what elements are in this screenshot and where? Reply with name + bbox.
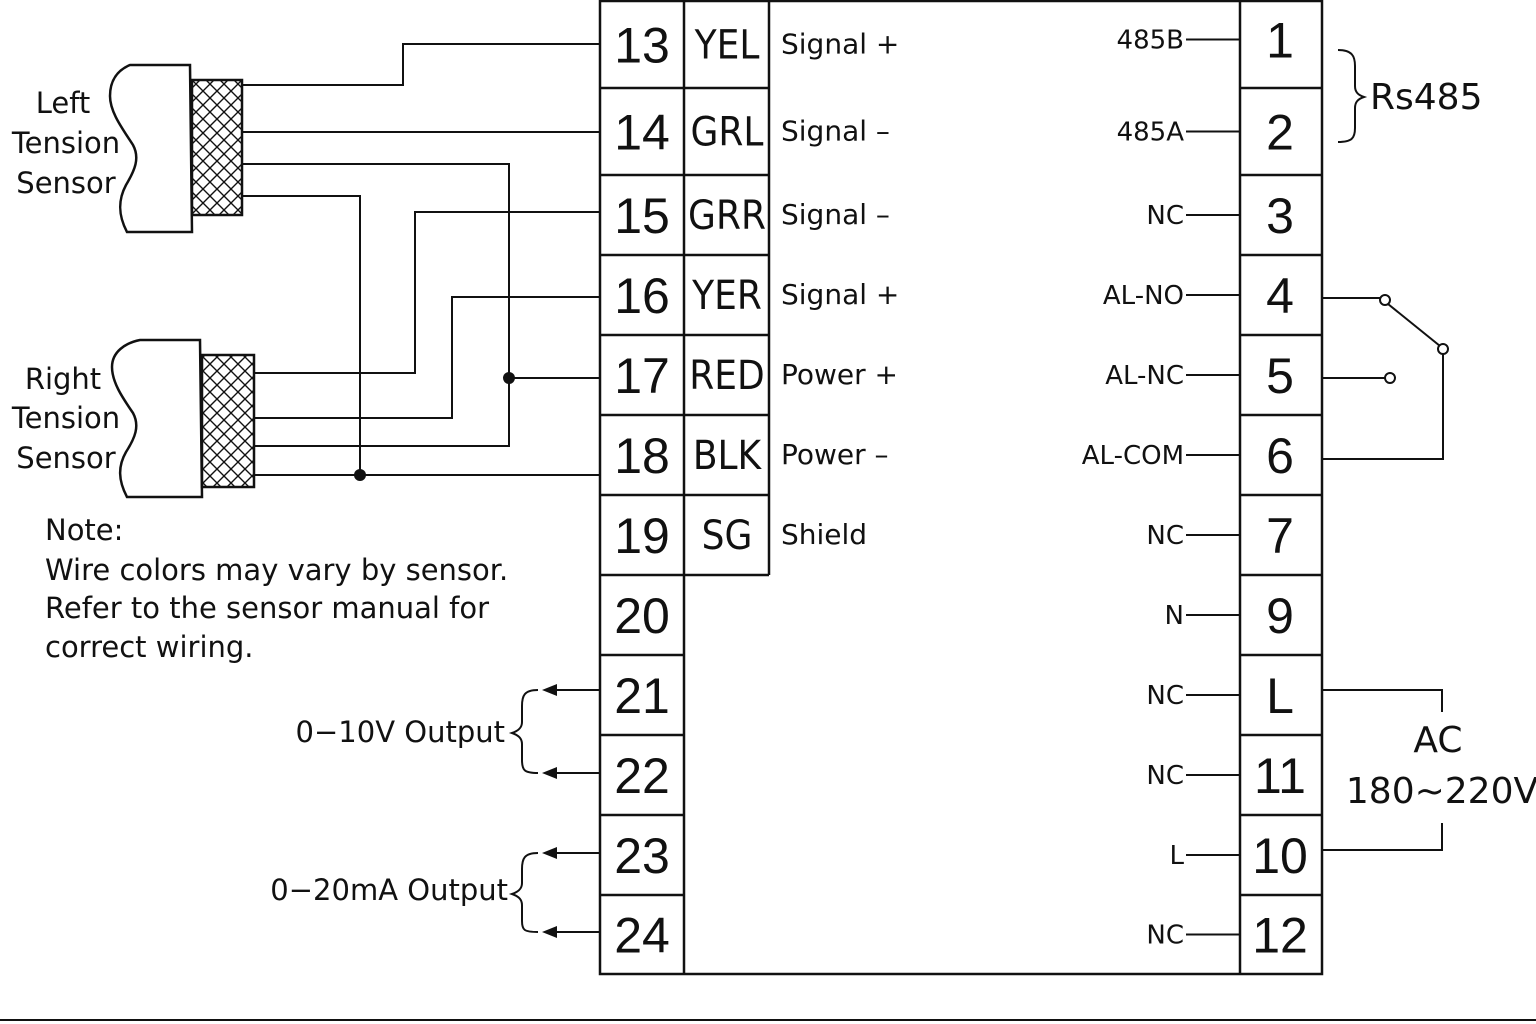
right-terminal-number: 1 xyxy=(1266,13,1294,69)
signal-label: Power + xyxy=(781,358,898,391)
left-terminal-number: 22 xyxy=(614,748,670,804)
wire-color-code: BLK xyxy=(693,433,763,479)
right-terminal-label: NC xyxy=(1146,201,1184,231)
left-terminal-number: 20 xyxy=(614,588,670,644)
right-terminal-number: 4 xyxy=(1266,268,1294,324)
left-terminal-number: 13 xyxy=(614,18,670,74)
left-sensor-label-line2: Tension xyxy=(11,126,120,160)
right-terminal-label: L xyxy=(1170,841,1185,871)
note-heading: Note: xyxy=(45,513,123,547)
right-terminal-number: 3 xyxy=(1266,188,1294,244)
right-sensor-label-line1: Right xyxy=(25,362,101,396)
right-tension-sensor xyxy=(110,338,256,499)
left-sensor-label-line3: Sensor xyxy=(16,166,115,200)
right-terminal-number: 10 xyxy=(1252,828,1308,884)
note-line3: correct wiring. xyxy=(45,630,254,664)
voltage-output: 0−10V Output xyxy=(296,684,600,779)
alarm-relay xyxy=(1322,294,1449,460)
note-line2: Refer to the sensor manual for xyxy=(45,591,489,625)
ac-voltage-label: 180~220V xyxy=(1346,771,1536,812)
signal-label: Signal – xyxy=(781,115,890,148)
note-text: Note: Wire colors may vary by sensor. Re… xyxy=(45,513,508,664)
right-terminal-row-lines xyxy=(1240,86,1322,897)
right-terminal-number: 9 xyxy=(1266,588,1294,644)
right-terminal-number: 7 xyxy=(1266,508,1294,564)
right-terminal-label: N xyxy=(1165,601,1184,631)
left-terminal-number: 19 xyxy=(614,508,670,564)
left-terminal-labels: 13 YEL Signal + 14 GRL Signal – 15 GRR Signal – 1… xyxy=(614,18,899,964)
left-terminal-number: 15 xyxy=(614,188,670,244)
voltage-output-label: 0−10V Output xyxy=(296,715,505,749)
left-sensor-label-line1: Left xyxy=(36,86,91,120)
right-terminal-label: AL-NO xyxy=(1103,281,1184,311)
wire-color-code: YEL xyxy=(694,23,760,69)
signal-label: Signal – xyxy=(781,198,890,231)
right-terminal-label: AL-NC xyxy=(1105,361,1184,391)
current-output-label: 0−20mA Output xyxy=(270,873,508,907)
left-tension-sensor xyxy=(108,63,244,234)
right-terminal-number: 12 xyxy=(1252,908,1308,964)
right-terminal-label: NC xyxy=(1146,681,1184,711)
right-terminal-label: 485B xyxy=(1117,26,1184,56)
right-terminal-label: NC xyxy=(1146,521,1184,551)
wire-color-code: SG xyxy=(702,513,753,559)
left-terminal-number: 14 xyxy=(614,105,670,161)
right-terminal-label: NC xyxy=(1146,761,1184,791)
signal-label: Shield xyxy=(781,518,867,551)
current-output: 0−20mA Output xyxy=(270,847,600,938)
signal-label: Power – xyxy=(781,438,889,471)
wire-color-code: GRR xyxy=(688,193,766,239)
left-terminal-number: 16 xyxy=(614,268,670,324)
right-sensor-label: Right Tension Sensor xyxy=(11,362,120,475)
right-terminal-number: 11 xyxy=(1254,748,1306,804)
right-sensor-label-line2: Tension xyxy=(11,401,120,435)
wire-color-code: RED xyxy=(689,353,764,399)
left-terminal-number: 17 xyxy=(614,348,670,404)
sensor-wires xyxy=(242,43,600,481)
signal-label: Signal + xyxy=(781,278,899,311)
right-terminal-label: 485A xyxy=(1117,118,1185,148)
right-terminal-labels: 1485B2485A3NC4AL-NO5AL-NC6AL-COM7NC9NLNC… xyxy=(1082,13,1308,964)
left-sensor-label: Left Tension Sensor xyxy=(11,86,120,200)
right-terminal-label: AL-COM xyxy=(1082,441,1184,471)
wire-color-code: GRL xyxy=(691,110,764,156)
right-sensor-label-line3: Sensor xyxy=(16,441,115,475)
left-terminal-row-lines xyxy=(600,86,769,897)
terminal-block xyxy=(598,0,1324,976)
rs485-label: Rs485 xyxy=(1370,77,1482,118)
rs485-group: Rs485 xyxy=(1337,49,1482,143)
left-terminal-number: 21 xyxy=(614,668,670,724)
note-line1: Wire colors may vary by sensor. xyxy=(45,553,508,587)
wire-color-code: YER xyxy=(691,273,762,319)
ac-supply: AC 180~220V xyxy=(1322,689,1536,851)
left-terminal-number: 23 xyxy=(614,828,670,884)
right-terminal-number: 5 xyxy=(1266,348,1294,404)
right-terminal-label: NC xyxy=(1146,921,1184,951)
left-terminal-number: 18 xyxy=(614,428,670,484)
right-terminal-number: 6 xyxy=(1266,428,1294,484)
left-terminal-number: 24 xyxy=(614,908,670,964)
ac-label: AC xyxy=(1413,720,1462,761)
signal-label: Signal + xyxy=(781,28,899,61)
right-terminal-number: L xyxy=(1266,668,1294,724)
right-terminal-number: 2 xyxy=(1266,105,1294,161)
